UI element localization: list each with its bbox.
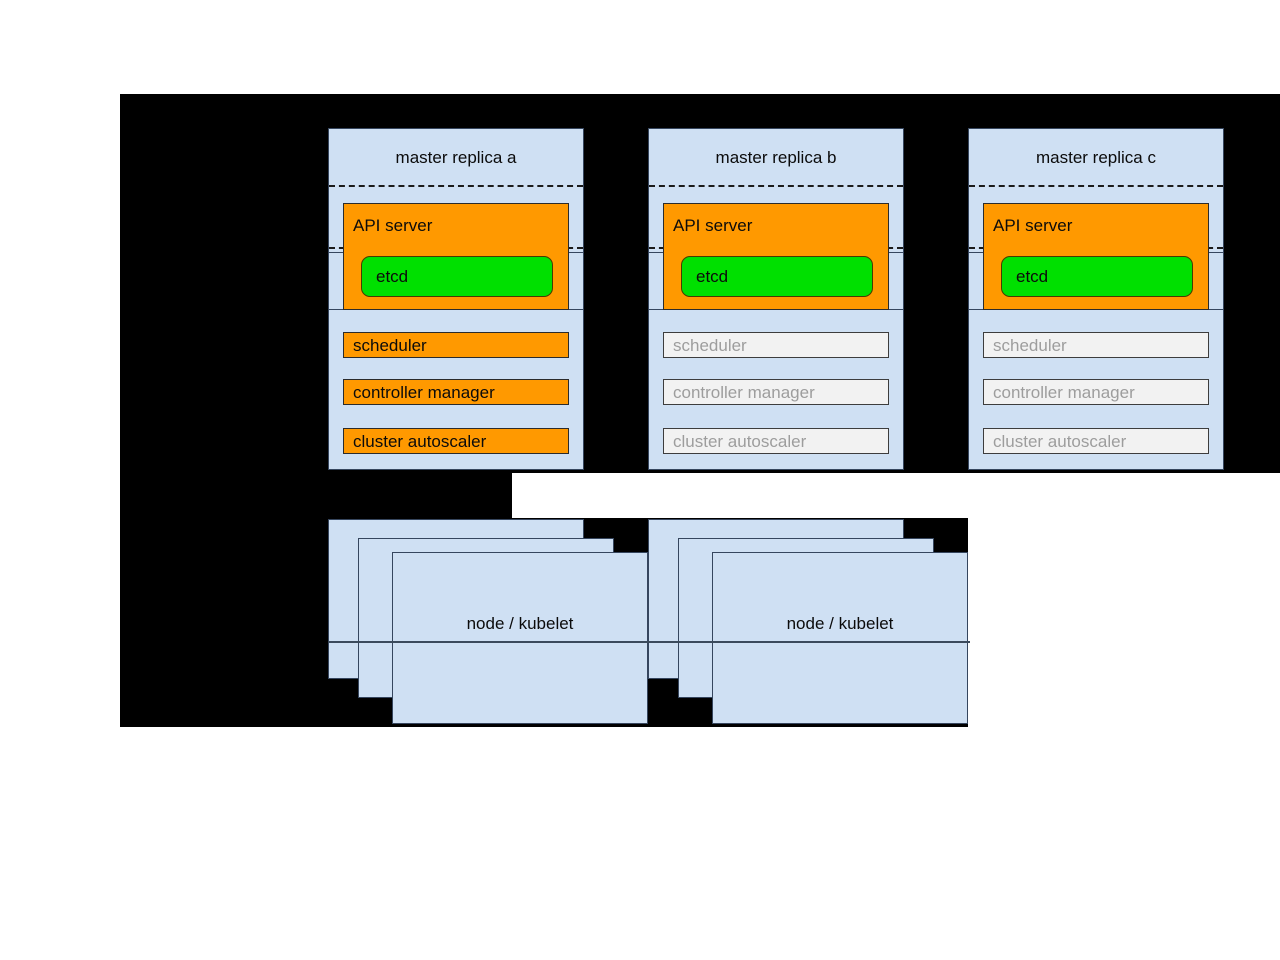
component-controller-manager-a[interactable]: controller manager [343, 379, 569, 405]
component-controller-manager-c[interactable]: controller manager [983, 379, 1209, 405]
master-replica-title-c: master replica c [1036, 148, 1156, 167]
component-cluster-autoscaler-c[interactable]: cluster autoscaler [983, 428, 1209, 454]
etcd-box-c[interactable]: etcd [1001, 256, 1193, 297]
replica-divider-top-c [969, 185, 1223, 187]
api-server-block-b[interactable]: API server etcd [663, 203, 889, 310]
master-replica-title-a: master replica a [395, 148, 517, 167]
component-cluster-autoscaler-b[interactable]: cluster autoscaler [663, 428, 889, 454]
node-group-rule-1 [328, 641, 650, 643]
component-scheduler-b[interactable]: scheduler [663, 332, 889, 358]
node-kubelet-label-2: node / kubelet [786, 614, 894, 633]
component-cluster-autoscaler-a[interactable]: cluster autoscaler [343, 428, 569, 454]
node-stack-front-1[interactable]: node / kubelet [392, 552, 648, 724]
component-scheduler-c[interactable]: scheduler [983, 332, 1209, 358]
etcd-box-b[interactable]: etcd [681, 256, 873, 297]
etcd-box-a[interactable]: etcd [361, 256, 553, 297]
api-server-label-b: API server [673, 216, 753, 235]
api-server-block-c[interactable]: API server etcd [983, 203, 1209, 310]
component-scheduler-a[interactable]: scheduler [343, 332, 569, 358]
node-kubelet-label-1: node / kubelet [466, 614, 574, 633]
replica-divider-top-b [649, 185, 903, 187]
replica-divider-top-a [329, 185, 583, 187]
api-server-label-a: API server [353, 216, 433, 235]
api-server-block-a[interactable]: API server etcd [343, 203, 569, 310]
component-controller-manager-b[interactable]: controller manager [663, 379, 889, 405]
node-stack-front-2[interactable]: node / kubelet [712, 552, 968, 724]
api-server-label-c: API server [993, 216, 1073, 235]
node-group-rule-2 [648, 641, 970, 643]
master-replica-title-b: master replica b [715, 148, 837, 167]
